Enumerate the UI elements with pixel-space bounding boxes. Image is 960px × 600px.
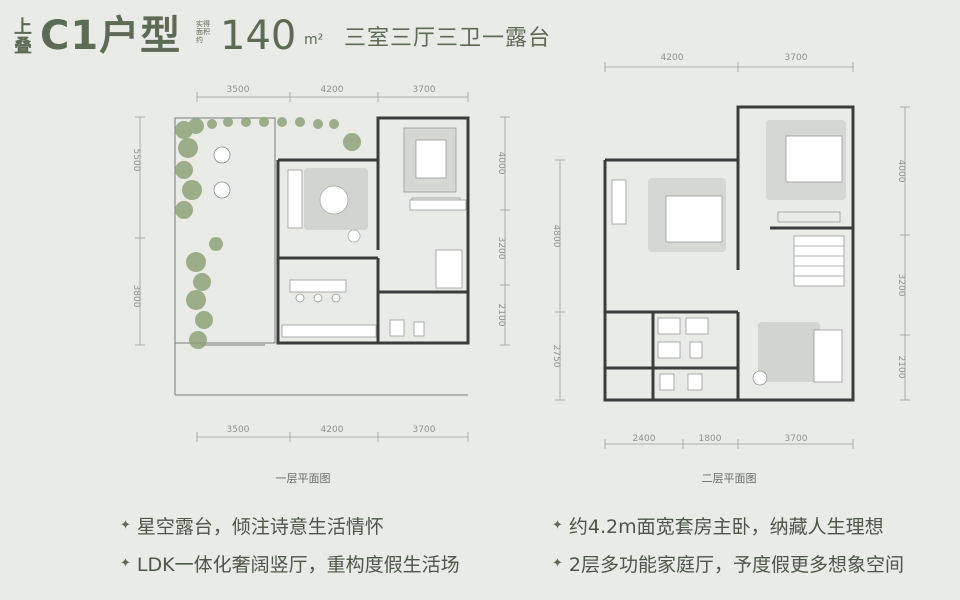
floor2-dim-right-1: 4000 (896, 160, 906, 183)
floor2-plan: 4200 3700 2400 1800 3700 4800 2750 (551, 53, 910, 449)
floor2-caption: 二层平面图 (702, 472, 757, 485)
feature-list: ✦ 星空露台，倾注诗意生活情怀 ✦ 约4.2m面宽套房主卧，纳藏人生理想 ✦ L… (120, 512, 940, 592)
feature-item: ✦ 约4.2m面宽套房主卧，纳藏人生理想 (552, 512, 884, 539)
floor1-dims-left (135, 116, 145, 346)
floor2-dims-right (900, 106, 910, 401)
floor1-bedroom-furniture (403, 127, 461, 209)
feature-item: ✦ LDK一体化奢阔竖厅，重构度假生活场 (120, 550, 460, 577)
floor1-greenery (175, 117, 361, 349)
star-bullet-icon: ✦ (120, 556, 131, 571)
floor-plans-drawing: 3500 4200 3700 3500 4200 3700 5500 3800 (131, 53, 910, 485)
floor2-dim-bottom-1: 2400 (633, 434, 656, 444)
star-bullet-icon: ✦ (552, 518, 563, 533)
floor2-dim-left-1: 4800 (551, 225, 561, 248)
floor1-dims-top (196, 92, 469, 102)
floor1-dim-top-1: 3500 (227, 85, 250, 95)
floor2-dim-bottom-3: 3700 (785, 434, 808, 444)
floor1-walls (276, 116, 470, 345)
floor2-bedroom1-furniture (611, 178, 726, 252)
feature-text: LDK一体化奢阔竖厅，重构度假生活场 (136, 554, 460, 576)
floor1-dim-left-2: 3800 (131, 285, 141, 308)
star-bullet-icon: ✦ (552, 556, 563, 571)
floor2-dim-right-2: 3200 (896, 274, 906, 297)
floor2-bathrooms (657, 317, 709, 391)
area-label: 实得面积约 (196, 20, 210, 44)
area-value: 140 (220, 13, 297, 59)
floor2-dims-bottom (604, 439, 854, 449)
floor-position-label: 上叠 (14, 17, 32, 57)
floor1-dim-right-1: 4000 (496, 152, 506, 175)
floor1-plan: 3500 4200 3700 3500 4200 3700 5500 3800 (131, 85, 510, 442)
floor1-dim-left-1: 5500 (131, 149, 141, 172)
floor1-dim-bottom-1: 3500 (227, 425, 250, 435)
floor1-bath-stair (389, 199, 467, 337)
area-unit: m² (304, 32, 324, 48)
floor2-walls (603, 105, 855, 402)
floor1-dim-right-3: 2100 (496, 304, 506, 327)
feature-text: 约4.2m面宽套房主卧，纳藏人生理想 (568, 516, 884, 538)
floor1-dims-bottom (196, 432, 469, 442)
floor2-master-bedroom-furniture (766, 120, 846, 223)
floor2-dims-left (555, 159, 565, 401)
unit-type-title: C1户型 (40, 13, 182, 59)
floor2-stair (793, 235, 845, 287)
floor1-caption: 一层平面图 (276, 472, 331, 485)
feature-text: 2层多功能家庭厅，予度假更多想象空间 (568, 554, 904, 576)
room-layout: 三室三厅三卫一露台 (344, 26, 552, 51)
floor2-dims-top (604, 62, 854, 72)
floor2-dim-top-2: 3700 (785, 53, 808, 63)
floor2-dim-right-3: 2100 (896, 356, 906, 379)
feature-item: ✦ 星空露台，倾注诗意生活情怀 (120, 512, 384, 539)
star-bullet-icon: ✦ (120, 518, 131, 533)
floor1-dim-top-3: 3700 (413, 85, 436, 95)
floor1-dims-right (500, 116, 510, 346)
floor1-dim-bottom-2: 4200 (321, 425, 344, 435)
feature-item: ✦ 2层多功能家庭厅，予度假更多想象空间 (552, 550, 904, 577)
floor1-dim-bottom-3: 3700 (413, 425, 436, 435)
feature-text: 星空露台，倾注诗意生活情怀 (136, 516, 384, 538)
floor1-living-furniture (287, 168, 368, 243)
floor1-dim-right-2: 3200 (496, 237, 506, 260)
floor1-kitchen (281, 279, 377, 338)
floor2-dim-left-2: 2750 (551, 345, 561, 368)
floor2-dim-bottom-2: 1800 (699, 434, 722, 444)
floor1-dim-top-2: 4200 (321, 85, 344, 95)
floor1-terrace-chairs (213, 146, 231, 199)
floor2-family-hall-furniture (752, 322, 843, 386)
floor2-dim-top-1: 4200 (661, 53, 684, 63)
